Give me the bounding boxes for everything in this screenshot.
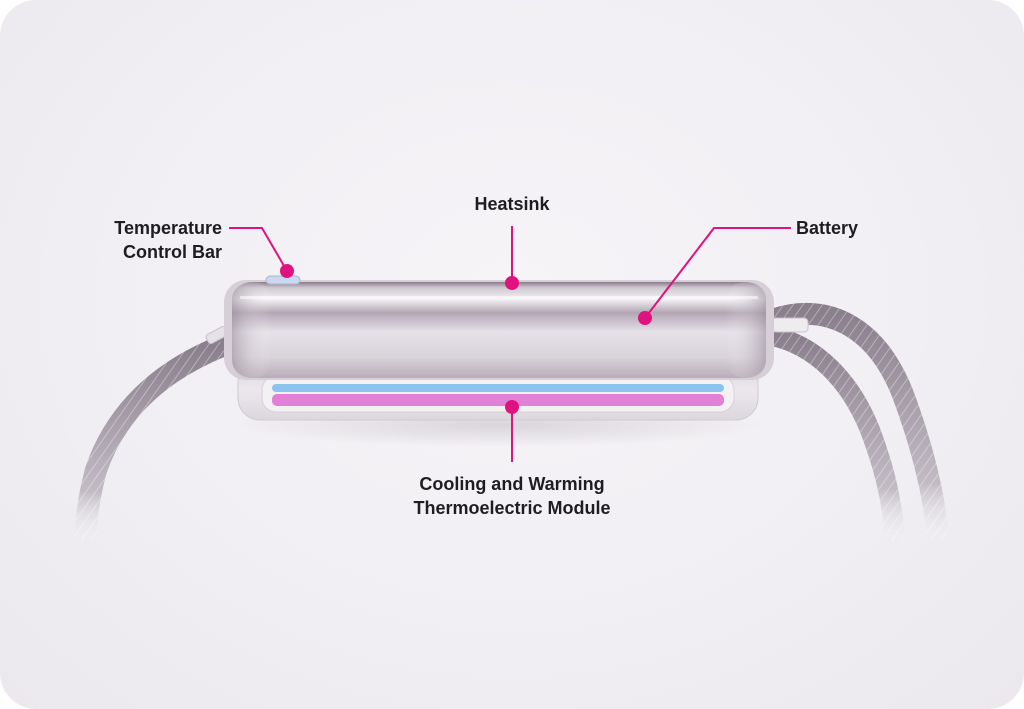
callout-line-temperature (229, 227, 288, 272)
label-thermoelectric-module: Cooling and Warming Thermoelectric Modul… (413, 474, 611, 518)
dot-thermoelectric-module (505, 400, 519, 414)
warming-layer (272, 394, 724, 406)
callout-lines (229, 226, 791, 462)
dot-heatsink (505, 276, 519, 290)
left-cord (75, 325, 233, 551)
temperature-control-button (265, 275, 301, 285)
label-temperature-control-bar: Temperature Control Bar (114, 218, 222, 262)
right-cord (761, 302, 949, 551)
dot-temperature-control-bar (280, 264, 294, 278)
label-battery: Battery (796, 218, 859, 238)
dot-battery (638, 311, 652, 325)
callout-line-battery (644, 227, 791, 319)
heatsink-body (224, 280, 774, 380)
label-heatsink: Heatsink (474, 194, 550, 214)
callout-dots (280, 264, 652, 414)
cooling-layer (272, 384, 724, 392)
